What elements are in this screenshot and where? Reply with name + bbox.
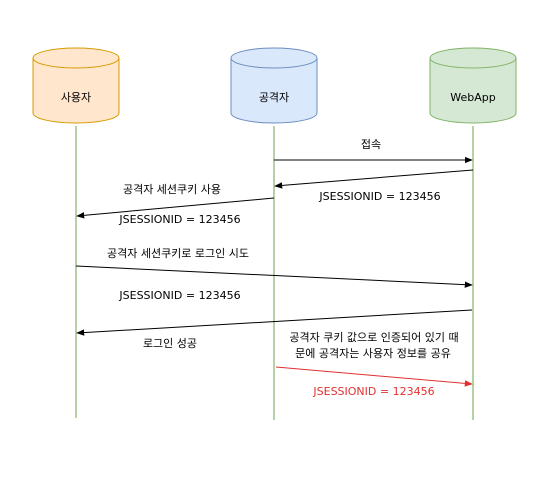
message-use-attacker-cookie-arrow (76, 197, 275, 219)
actor-attacker-label: 공격자 (259, 91, 289, 104)
message-attacker-request-arrow (275, 366, 473, 387)
actor-user: 사용자 (32, 47, 120, 124)
note-line-2: 문에 공격자는 사용자 정보를 공유 (295, 347, 451, 360)
actor-webapp-label: WebApp (450, 91, 495, 104)
message-attacker-cookie-reply-label: JSESSIONID = 123456 (318, 190, 440, 203)
actor-webapp-cylinder (429, 47, 517, 124)
message-use-attacker-cookie-label: 공격자 세션쿠키 사용 (123, 183, 221, 196)
message-login-attempt-label: 공격자 세션쿠키로 로그인 시도 (107, 247, 249, 260)
actor-attacker-cylinder-rim (230, 57, 318, 69)
actor-user-cylinder-rim (32, 57, 120, 69)
actor-webapp: WebApp (429, 47, 517, 124)
message-attacker-cookie-reply-arrow (274, 169, 474, 189)
message-login-success-arrow (76, 309, 473, 336)
actor-user-cylinder (32, 47, 120, 124)
message-session-id-to-user-label: JSESSIONID = 123456 (118, 213, 240, 226)
actor-attacker: 공격자 (230, 47, 318, 124)
message-connect-label: 접속 (361, 138, 381, 151)
message-login-attempt-arrow (75, 265, 473, 288)
message-attacker-request-label: JSESSIONID = 123456 (312, 385, 434, 398)
actor-attacker-cylinder (230, 47, 318, 124)
message-login-session-id-label: JSESSIONID = 123456 (118, 289, 240, 302)
actor-webapp-cylinder-rim (429, 57, 517, 69)
actor-user-label: 사용자 (61, 91, 91, 104)
message-login-success-label: 로그인 성공 (143, 337, 197, 350)
note-line-1: 공격자 쿠키 값으로 인증되어 있기 때 (289, 331, 458, 344)
